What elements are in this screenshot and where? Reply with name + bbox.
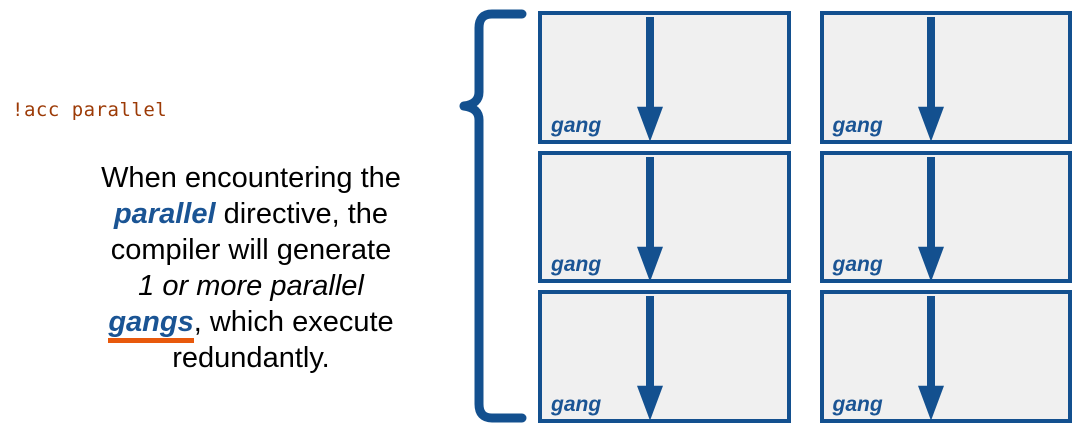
gang-cell[interactable]: gang xyxy=(538,11,791,144)
gang-label: gang xyxy=(551,253,602,277)
description-segment: When encountering the xyxy=(101,162,401,194)
keyword-parallel: parallel xyxy=(113,198,216,230)
description-segment: directive, the xyxy=(215,198,389,230)
down-arrow-icon xyxy=(916,17,946,142)
explanation-panel: !acc parallel When encountering the para… xyxy=(0,0,452,432)
gang-cell[interactable]: gang xyxy=(538,150,791,284)
gang-label: gang xyxy=(832,253,883,277)
down-arrow-icon xyxy=(916,296,946,421)
curly-brace-icon xyxy=(452,0,530,432)
description-line-5: gangs, which execute xyxy=(62,304,440,343)
description-line-2: parallel directive, the xyxy=(62,196,440,232)
description-line-4: 1 or more parallel xyxy=(62,268,440,304)
down-arrow-icon xyxy=(635,17,665,142)
description-segment-italic: 1 or more parallel xyxy=(138,270,364,302)
description-line-3: compiler will generate xyxy=(62,232,440,268)
gang-cell[interactable]: gang xyxy=(819,11,1072,144)
directive-code-text: !acc parallel xyxy=(12,99,168,121)
gang-label: gang xyxy=(551,393,602,416)
gang-cell[interactable]: gang xyxy=(538,290,791,423)
down-arrow-icon xyxy=(635,296,665,421)
description-text: When encountering the parallel directive… xyxy=(62,160,440,376)
description-segment: compiler will generate xyxy=(110,234,392,266)
description-line-1: When encountering the xyxy=(62,160,440,196)
keyword-gangs: gangs xyxy=(108,306,194,343)
gang-label: gang xyxy=(551,113,602,137)
gang-label: gang xyxy=(832,113,883,137)
down-arrow-icon xyxy=(916,156,946,282)
gang-cell[interactable]: gang xyxy=(819,150,1072,284)
description-line-6: redundantly. xyxy=(62,340,440,376)
description-segment: redundantly. xyxy=(172,342,330,374)
down-arrow-icon xyxy=(635,156,665,282)
gang-cell[interactable]: gang xyxy=(819,290,1072,423)
gang-grid: gang gang gang gang gang gang xyxy=(538,11,1072,423)
description-segment: , which execute xyxy=(193,306,394,338)
gang-label: gang xyxy=(832,393,883,416)
